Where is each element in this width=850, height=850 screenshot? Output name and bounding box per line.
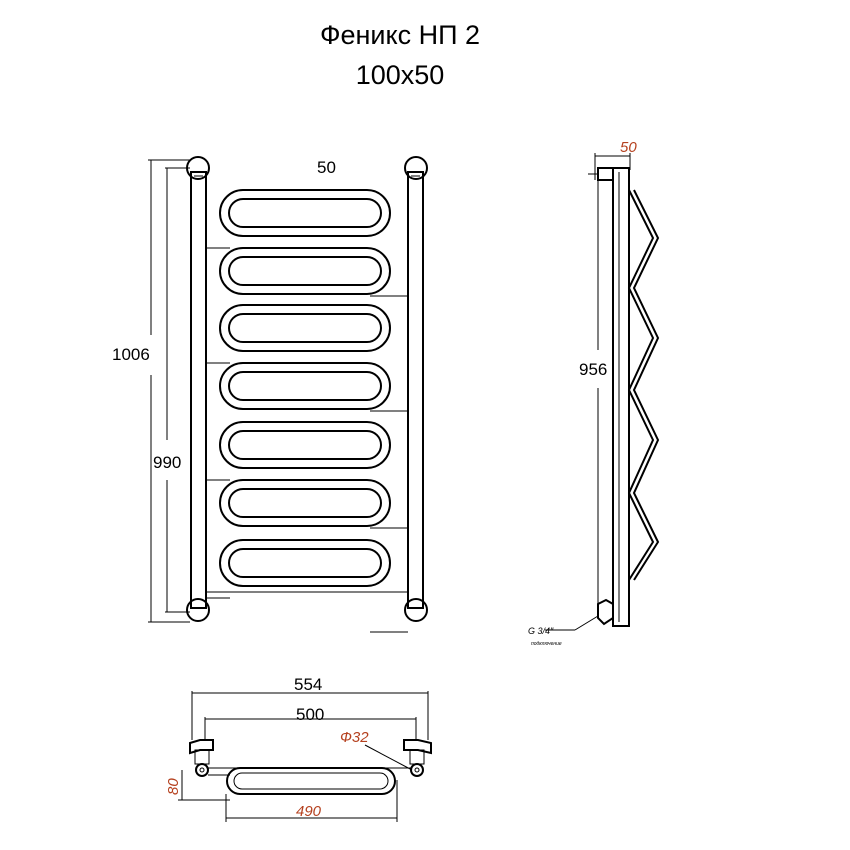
connection-label: подключение [531, 641, 562, 647]
side-top-connector [597, 167, 614, 181]
coil-loop-outer [219, 304, 391, 352]
drawing-subtitle: 100x50 [355, 60, 445, 90]
coil-loop-outer [219, 189, 391, 237]
top-right-fitting [404, 156, 428, 180]
dim-axis-width: 500 [296, 705, 324, 724]
coil-loop-inner [228, 256, 382, 286]
dim-overall-width: 554 [294, 675, 322, 694]
side-dim-depth: 50 [620, 139, 637, 156]
right-collector-section [410, 763, 424, 777]
right-collector [407, 171, 424, 609]
coil-loop-outer [219, 247, 391, 295]
dim-loop-width: 490 [296, 803, 322, 820]
coil-loop-inner [228, 198, 382, 228]
thread-label: G 3/4" [528, 626, 554, 636]
coil-loop-inner [228, 548, 382, 578]
coil-loop-inner [228, 488, 382, 518]
coil-loop-outer [219, 362, 391, 410]
side-zigzag-coils [627, 189, 660, 581]
side-collector [612, 167, 630, 627]
bottom-left-fitting [186, 598, 210, 622]
coil-loop-outer [219, 539, 391, 587]
left-valve [189, 739, 214, 755]
left-collector-section [195, 763, 209, 777]
coil-loop-inner [228, 430, 382, 460]
side-dim-height: 956 [579, 360, 607, 379]
right-valve [403, 739, 432, 755]
dim-height: 990 [153, 453, 181, 472]
front-view: 1006 990 50 [112, 156, 428, 633]
coil-loop-outer [219, 421, 391, 469]
coil-loop-inner [228, 371, 382, 401]
coil-loop-outer [219, 479, 391, 527]
dim-diameter: Ф32 [340, 729, 369, 746]
dim-overall-height: 1006 [112, 345, 150, 364]
dim-top: 50 [317, 158, 336, 177]
drawing-title: Феникс НП 2 [319, 20, 481, 50]
serpentine-coils [206, 189, 408, 633]
dim-depth: 80 [165, 778, 182, 795]
side-bottom-connector [597, 598, 614, 626]
top-loop [226, 767, 396, 795]
bottom-right-fitting [404, 598, 428, 622]
coil-loop-inner [228, 313, 382, 343]
side-view: 50 956 G 3/4" подключение [528, 139, 660, 647]
left-collector [190, 171, 207, 609]
top-view: 554 500 Ф32 80 490 [165, 675, 432, 822]
